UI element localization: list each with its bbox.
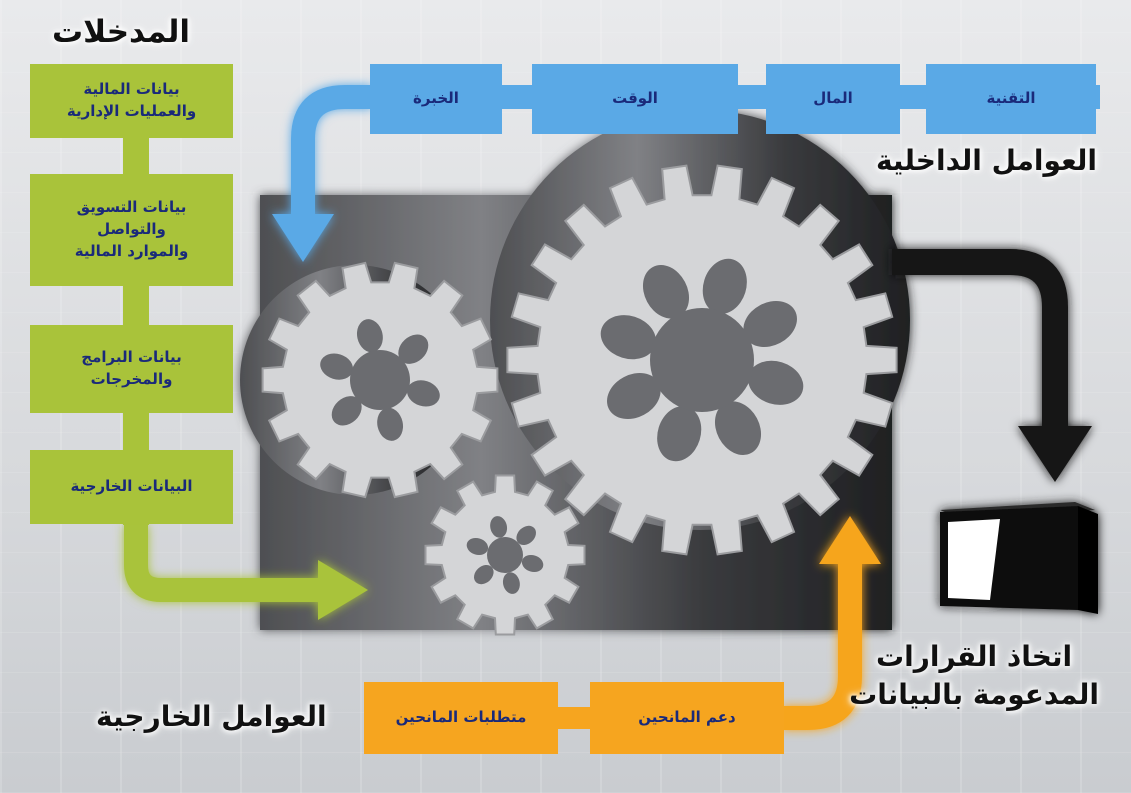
internal-box-technology: التقنية bbox=[926, 64, 1096, 134]
internal-arrow bbox=[272, 85, 372, 262]
input-box-finance-line1: بيانات المالية bbox=[83, 80, 180, 99]
input-box-finance-line2: والعمليات الإدارية bbox=[66, 102, 197, 120]
input-box-programs-line2: والمخرجات bbox=[90, 370, 173, 388]
output-cube-icon bbox=[940, 502, 1098, 614]
internal-factors-heading: العوامل الداخلية bbox=[875, 144, 1097, 177]
internal-box-money: المال bbox=[766, 64, 900, 134]
input-box-marketing-line3: والموارد المالية bbox=[74, 241, 189, 260]
input-box-external-data-line1: البيانات الخارجية bbox=[70, 477, 193, 496]
external-factors-heading: العوامل الخارجية bbox=[96, 700, 327, 733]
medium-gear bbox=[261, 261, 499, 499]
internal-box-time: الوقت bbox=[532, 64, 738, 134]
inputs-arrow bbox=[124, 525, 368, 620]
external-box-donor-requirements: متطلبات المانحين bbox=[364, 682, 558, 754]
small-gear bbox=[424, 474, 586, 636]
input-box-marketing-line1: بيانات التسويق bbox=[76, 198, 187, 217]
input-box-programs-line1: بيانات البرامج bbox=[81, 348, 182, 367]
external-box-donor-support: دعم المانحين bbox=[590, 682, 784, 754]
input-box-marketing: بيانات التسويق والتواصل والموارد المالية bbox=[30, 174, 233, 286]
inputs-heading: المدخلات bbox=[52, 14, 190, 50]
input-box-marketing-line2: والتواصل bbox=[97, 220, 166, 239]
gears-group bbox=[261, 164, 898, 636]
large-gear bbox=[506, 164, 898, 556]
output-heading: اتخاذ القرارات المدعومة بالبيانات bbox=[849, 638, 1099, 714]
input-box-programs: بيانات البرامج والمخرجات bbox=[30, 325, 233, 413]
input-box-external-data: البيانات الخارجية bbox=[30, 450, 233, 524]
output-heading-line2: المدعومة بالبيانات bbox=[849, 677, 1099, 711]
output-heading-line1: اتخاذ القرارات bbox=[876, 640, 1073, 673]
input-box-finance: بيانات المالية والعمليات الإدارية bbox=[30, 64, 233, 138]
internal-box-experience: الخبرة bbox=[370, 64, 502, 134]
external-arrow bbox=[782, 516, 881, 730]
output-arrow bbox=[892, 249, 1092, 482]
